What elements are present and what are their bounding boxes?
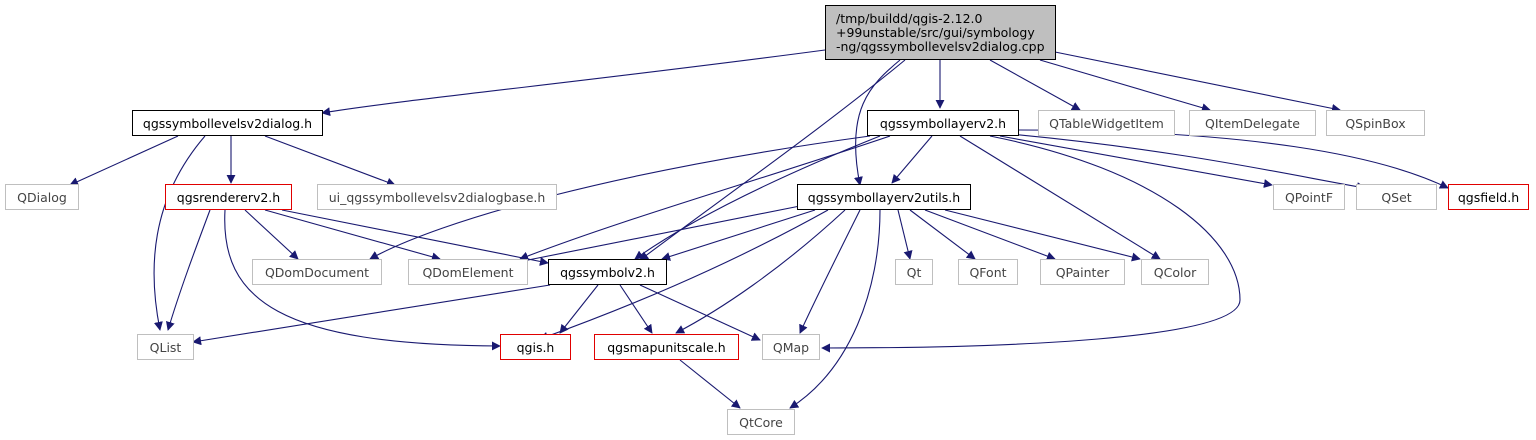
edge-renderer-qdomdocument xyxy=(244,209,299,260)
edge-renderer-qgis xyxy=(224,209,501,351)
edge-dialog-qlist xyxy=(153,135,206,331)
node-qdialog[interactable]: QDialog xyxy=(5,184,79,210)
node-qgsmapunitscale-h[interactable]: qgsmapunitscale.h xyxy=(594,334,739,360)
edge-utils-qpainter xyxy=(924,209,1056,261)
edge-symbolv2-qmap xyxy=(639,284,761,341)
edge-utils-qt xyxy=(897,209,913,260)
edge-root-qitemdelegate xyxy=(1039,59,1211,113)
node-qlist[interactable]: QList xyxy=(137,334,194,360)
edge-utils-qdomelement xyxy=(517,205,801,265)
node-qpointf[interactable]: QPointF xyxy=(1273,184,1345,210)
node-qt[interactable]: Qt xyxy=(895,259,933,285)
edge-utils-qcolor xyxy=(944,209,1141,262)
edge-utils-qtcore xyxy=(789,209,881,409)
edge-root-qspinbox xyxy=(1054,51,1341,113)
edge-layerv2-qpointf xyxy=(999,135,1273,188)
edge-layerv2-qset xyxy=(1009,133,1366,192)
edge-layerv2-qmap xyxy=(821,135,1241,353)
root-line-1: /tmp/buildd/qgis-2.12.0 xyxy=(836,10,983,26)
node-qgssymbollayerv2utils-h[interactable]: qgssymbollayerv2utils.h xyxy=(797,184,971,210)
edge-utils-qgsmapunitscale xyxy=(675,209,846,334)
edge-utils-qgis xyxy=(539,209,829,341)
edge-dialog-ui xyxy=(264,135,396,187)
edge-mapunitscale-qtcore xyxy=(679,359,741,409)
node-qpainter[interactable]: QPainter xyxy=(1040,259,1125,285)
edge-layerv2-qgsfield xyxy=(1017,129,1449,189)
edge-layerv2-qdomelement xyxy=(519,135,891,261)
node-qspinbox[interactable]: QSpinBox xyxy=(1326,110,1425,136)
node-qset[interactable]: QSet xyxy=(1356,184,1437,210)
node-qgssymbollevelsv2dialog-h[interactable]: qgssymbollevelsv2dialog.h xyxy=(132,110,323,136)
edge-renderer-symbolv2 xyxy=(281,209,549,266)
edge-renderer-qlist xyxy=(166,209,211,331)
edge-utils-symbolv2 xyxy=(661,209,816,261)
edge-utils-qmap xyxy=(799,209,861,334)
node-qfont[interactable]: QFont xyxy=(958,259,1018,285)
edge-renderer-qdomelement xyxy=(264,209,441,262)
edge-layerv2-utils xyxy=(891,135,933,184)
node-qgssymbollayerv2-h[interactable]: qgssymbollayerv2.h xyxy=(867,110,1019,136)
node-qdomdocument[interactable]: QDomDocument xyxy=(252,259,382,285)
node-qmap[interactable]: QMap xyxy=(762,334,820,360)
edge-symbolv2-qgsmapunitscale xyxy=(619,284,653,334)
node-qgis-h[interactable]: qgis.h xyxy=(500,334,571,360)
edge-symbolv2-qgis xyxy=(559,284,599,334)
root-line-3: -ng/qgssymbollevelsv2dialog.cpp xyxy=(836,38,1045,54)
root-line-2: +99unstable/src/gui/symbology xyxy=(836,24,1035,40)
root-file-node[interactable]: /tmp/buildd/qgis-2.12.0 +99unstable/src/… xyxy=(825,5,1056,60)
edge-root-symbolv2 xyxy=(639,59,906,261)
node-qgsrendererv2-h[interactable]: qgsrendererv2.h xyxy=(165,184,292,210)
node-qtcore[interactable]: QtCore xyxy=(727,409,795,435)
edge-root-qtablewidgetitem xyxy=(989,59,1081,111)
node-qgssymbolv2-h[interactable]: qgssymbolv2.h xyxy=(548,259,667,285)
node-ui-qgssymbollevelsv2dialogbase-h[interactable]: ui_qgssymbollevelsv2dialogbase.h xyxy=(317,184,557,210)
node-qitemdelegate[interactable]: QItemDelegate xyxy=(1189,110,1316,136)
edge-dialog-qdialog xyxy=(69,135,179,186)
node-qdomelement[interactable]: QDomElement xyxy=(408,259,528,285)
node-qgsfield-h[interactable]: qgsfield.h xyxy=(1448,184,1529,210)
edge-root-dialog xyxy=(321,49,826,117)
node-qtablewidgetitem[interactable]: QTableWidgetItem xyxy=(1038,110,1175,136)
edge-utils-qfont xyxy=(909,209,976,260)
edge-layerv2-qcolor xyxy=(959,135,1161,260)
edge-symbolv2-qlist xyxy=(192,284,551,346)
edge-root-utils xyxy=(854,59,901,186)
node-qcolor[interactable]: QColor xyxy=(1141,259,1209,285)
